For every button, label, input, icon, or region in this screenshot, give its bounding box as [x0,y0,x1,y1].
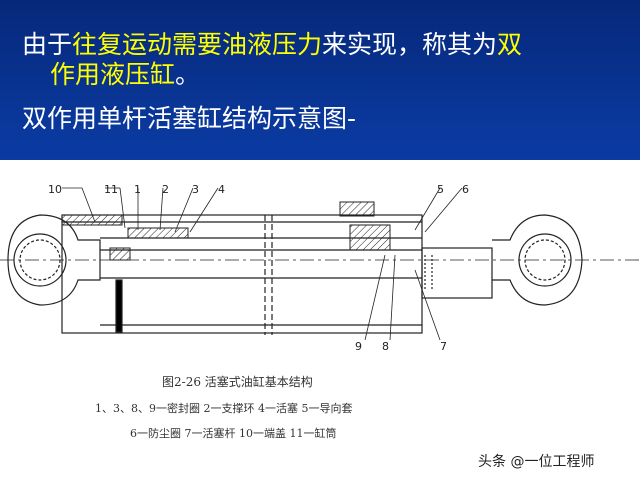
text-part: 来实现，称其为 [322,30,498,59]
highlighted-text: 作用液压缸 [50,60,176,89]
highlighted-text: 双 [497,30,523,59]
callout-leaders [62,187,463,341]
callout-1: 1 [134,183,141,196]
slide-heading: 双作用单杆活塞缸结构示意图- [22,104,357,133]
callout-4: 4 [218,183,225,196]
figure-panel: 10 11 1 2 3 4 5 6 9 8 7 图2-26 活塞式油缸基本结构 … [0,160,640,480]
callout-10: 10 [48,183,62,196]
watermark: 头条 @一位工程师 [478,454,595,470]
cylinder-diagram: 10 11 1 2 3 4 5 6 9 8 7 [0,183,640,353]
callout-11: 11 [104,183,118,196]
callout-2: 2 [162,183,169,196]
slide-body-text: 由于往复运动需要油液压力来实现，称其为双 作用液压缸。 [22,30,632,90]
text-part: 。 [175,60,201,89]
figure-legend-line-2: 6一防尘圈 7一活塞杆 10一端盖 11一缸筒 [130,427,337,440]
callout-8: 8 [382,340,389,353]
callout-9: 9 [355,340,362,353]
highlighted-text: 往复运动需要油液压力 [72,30,323,59]
text-line-2: 作用液压缸。 [22,60,632,90]
section-hatching [61,201,391,261]
callout-7: 7 [440,340,447,353]
left-clevis [0,214,640,306]
figure-legend-line-1: 1、3、8、9一密封圈 2一支撑环 4一活塞 5一导向套 [95,402,353,415]
text-part: 由于 [22,30,73,59]
piston-rod [421,214,583,306]
cylinder-barrel [61,214,423,335]
callout-6: 6 [462,183,469,196]
figure-title: 图2-26 活塞式油缸基本结构 [162,375,313,389]
callout-3: 3 [192,183,199,196]
text-line-1: 由于往复运动需要油液压力来实现，称其为双 [22,30,632,60]
callout-5: 5 [437,183,444,196]
